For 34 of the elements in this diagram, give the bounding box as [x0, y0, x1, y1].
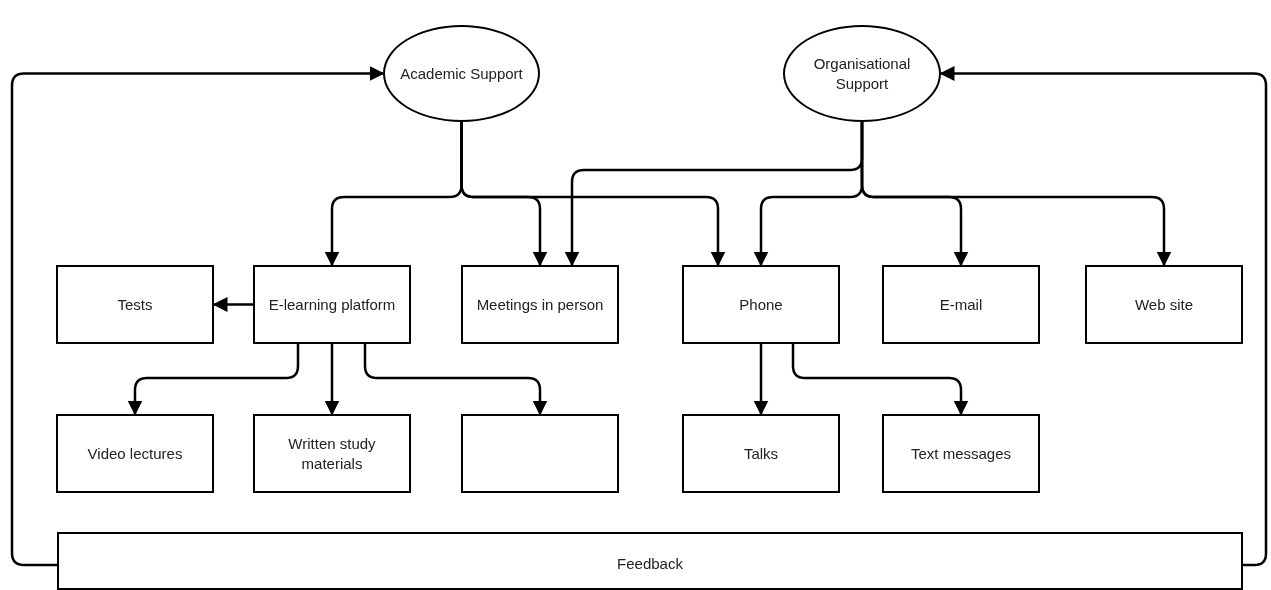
process-box: [461, 265, 619, 344]
process-box: [682, 265, 840, 344]
process-box: [56, 265, 214, 344]
feedback-bar: [57, 532, 1243, 590]
node-label: Talks: [743, 443, 779, 464]
node-label: Phone: [739, 294, 783, 315]
process-box: [1085, 265, 1243, 344]
process-box: [253, 414, 411, 493]
arrow: [460, 122, 726, 267]
node-label: E-mail: [939, 294, 983, 315]
node-label: Written study materials: [287, 434, 377, 473]
process-box: [882, 414, 1040, 493]
arrow: [127, 344, 300, 416]
node-label: Feedback: [617, 554, 683, 574]
arrow: [324, 344, 340, 416]
arrow: [363, 344, 548, 416]
node-label: Video lectures: [87, 443, 183, 464]
arrow: [860, 122, 1172, 267]
process-box: [682, 414, 840, 493]
node-label: Academic Support: [400, 63, 523, 84]
process-box: [253, 265, 411, 344]
process-box: [882, 265, 1040, 344]
process-box: [56, 414, 214, 493]
node-label: Web site: [1134, 294, 1194, 315]
arrow: [939, 66, 1268, 567]
arrow: [10, 66, 385, 567]
empty-box: [461, 414, 619, 493]
arrow: [753, 344, 769, 416]
node-label: Organisational Support: [812, 54, 912, 93]
node-label: Meetings in person: [476, 294, 604, 315]
node-label: Text messages: [910, 443, 1011, 464]
arrow: [791, 344, 969, 416]
node-label: Tests: [117, 294, 153, 315]
node-label: E-learning platform: [268, 294, 396, 315]
